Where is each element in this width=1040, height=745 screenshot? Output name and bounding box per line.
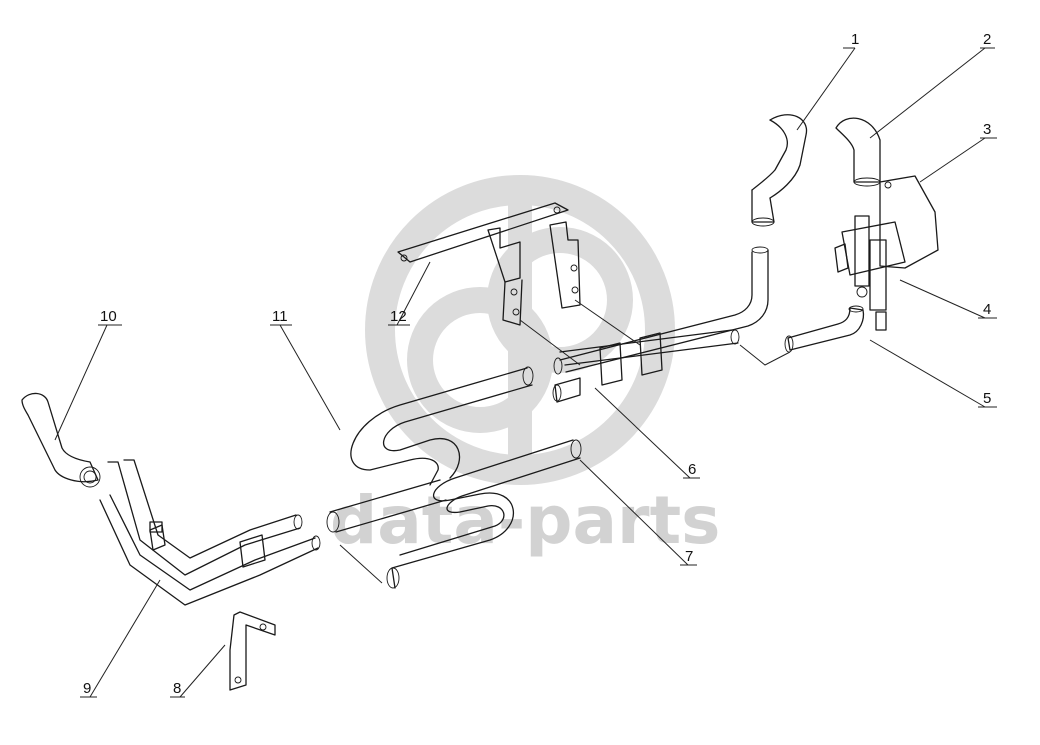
watermark-text: data-parts (330, 482, 720, 559)
part-10-hose (21, 392, 101, 488)
part-12-bracket (397, 202, 581, 326)
part-8-bracket (229, 611, 276, 691)
callout-1: 1 (851, 31, 859, 48)
main-upper-tube (552, 246, 769, 403)
callout-9: 9 (83, 680, 91, 697)
part-5-elbow (784, 305, 865, 353)
callout-labels: 1 2 3 4 5 6 7 8 9 10 11 12 (83, 31, 991, 697)
callout-11: 11 (272, 308, 288, 325)
callout-3: 3 (983, 121, 991, 138)
part-11-u-hose (350, 366, 534, 486)
callout-7: 7 (685, 548, 693, 565)
part-3-4-valve-assembly (834, 175, 939, 331)
callout-8: 8 (173, 680, 181, 697)
callout-5: 5 (983, 390, 991, 407)
leader-lines (54, 47, 997, 698)
part-9-pipe-assembly (99, 459, 321, 606)
callout-2: 2 (983, 31, 991, 48)
part-1-hose (751, 114, 808, 227)
callout-10: 10 (100, 308, 117, 325)
middle-tube (326, 479, 447, 533)
part-7-s-tube (386, 439, 582, 589)
callout-12: 12 (390, 308, 407, 325)
callout-6: 6 (688, 461, 696, 478)
callout-4: 4 (983, 301, 991, 318)
part-2-hose (835, 117, 881, 187)
